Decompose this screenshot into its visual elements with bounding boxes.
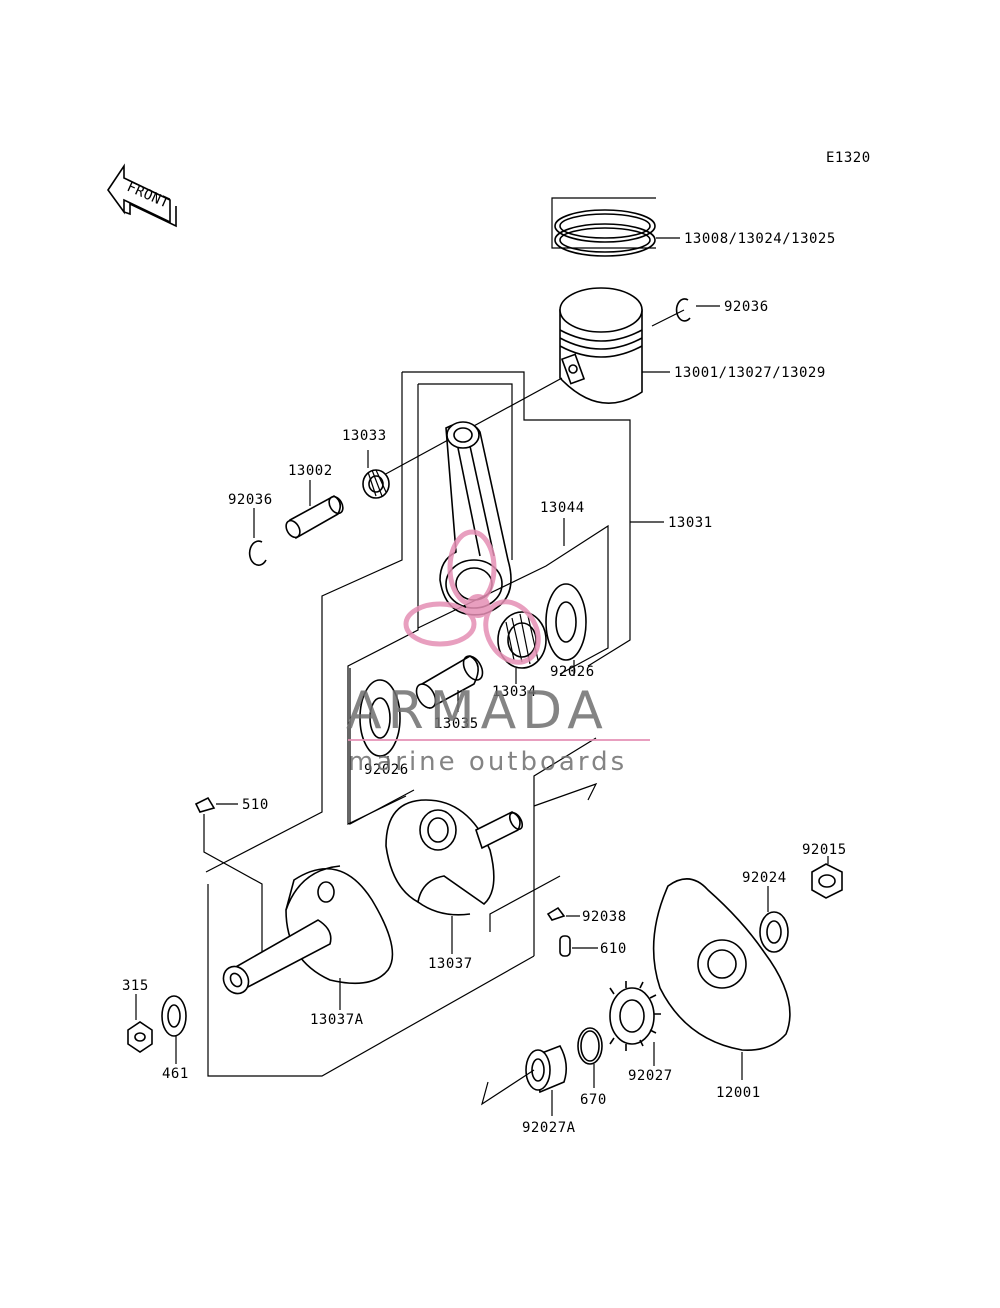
gear [609,981,661,1066]
gear-a [481,1045,568,1116]
watermark-tagline: marine outboards [348,747,627,777]
part-label-pin-clip-left: 92036 [228,492,273,508]
o-ring [577,1027,603,1088]
part-label-washer-right: 92026 [550,664,595,680]
part-label-piston-pin: 13002 [288,463,333,479]
circlip-left [248,508,267,566]
crank-pin [415,655,484,712]
part-label-crank-half: 13037 [428,956,473,972]
part-label-crank-pin-bearing: 13034 [492,684,537,700]
big-end-bracket [349,518,609,825]
piston-pin [285,480,344,540]
front-arrow-icon: FRONT [107,163,177,228]
thrust-washer-right [545,583,587,676]
part-label-flywheel-plate: 12001 [716,1085,761,1101]
piston [559,287,670,404]
woodruff-key-right [546,906,580,921]
part-label-connecting-rod-set: 13031 [668,515,713,531]
washer-flywheel [759,886,789,953]
crank-half-a [222,865,394,1010]
circlip-top [651,298,720,327]
part-label-washer-left: 92026 [364,762,409,778]
part-label-big-end-set: 13044 [540,500,585,516]
part-label-piston: 13001/13027/13029 [674,365,826,381]
watermark-brand: ARMADA [346,681,609,741]
part-label-key: 510 [242,797,269,813]
part-label-key-right: 92038 [582,909,627,925]
flywheel-plate [652,878,791,1080]
part-label-pin-clip-top: 92036 [724,299,769,315]
diagram-code: E1320 [826,150,871,166]
propeller-icon [403,529,541,665]
crankshaft-bracket [207,737,598,1077]
part-label-nut: 315 [122,978,149,994]
armada-watermark-logo: ARMADA marine outboards [346,529,650,777]
nut [127,994,153,1053]
part-label-gear: 92027 [628,1068,673,1084]
lock-washer [161,995,187,1064]
part-label-rings: 13008/13024/13025 [684,231,836,247]
part-label-dowel-pin: 610 [600,941,627,957]
piston-rings [551,197,680,257]
part-label-lock-washer: 461 [162,1066,189,1082]
nut-right [811,856,843,899]
small-end-bearing [362,450,390,499]
crank-half [385,799,524,954]
part-label-nut-right: 92015 [802,842,847,858]
part-label-washer-flywheel: 92024 [742,870,787,886]
thrust-washer-left [359,679,401,766]
dowel-pin [559,935,598,957]
part-label-crank-half-a: 13037A [310,1012,364,1028]
part-label-small-end-bearing: 13033 [342,428,387,444]
part-label-o-ring: 670 [580,1092,607,1108]
woodruff-key [194,796,263,956]
part-label-gear-a: 92027A [522,1120,576,1136]
part-label-crank-pin: 13035 [434,716,479,732]
